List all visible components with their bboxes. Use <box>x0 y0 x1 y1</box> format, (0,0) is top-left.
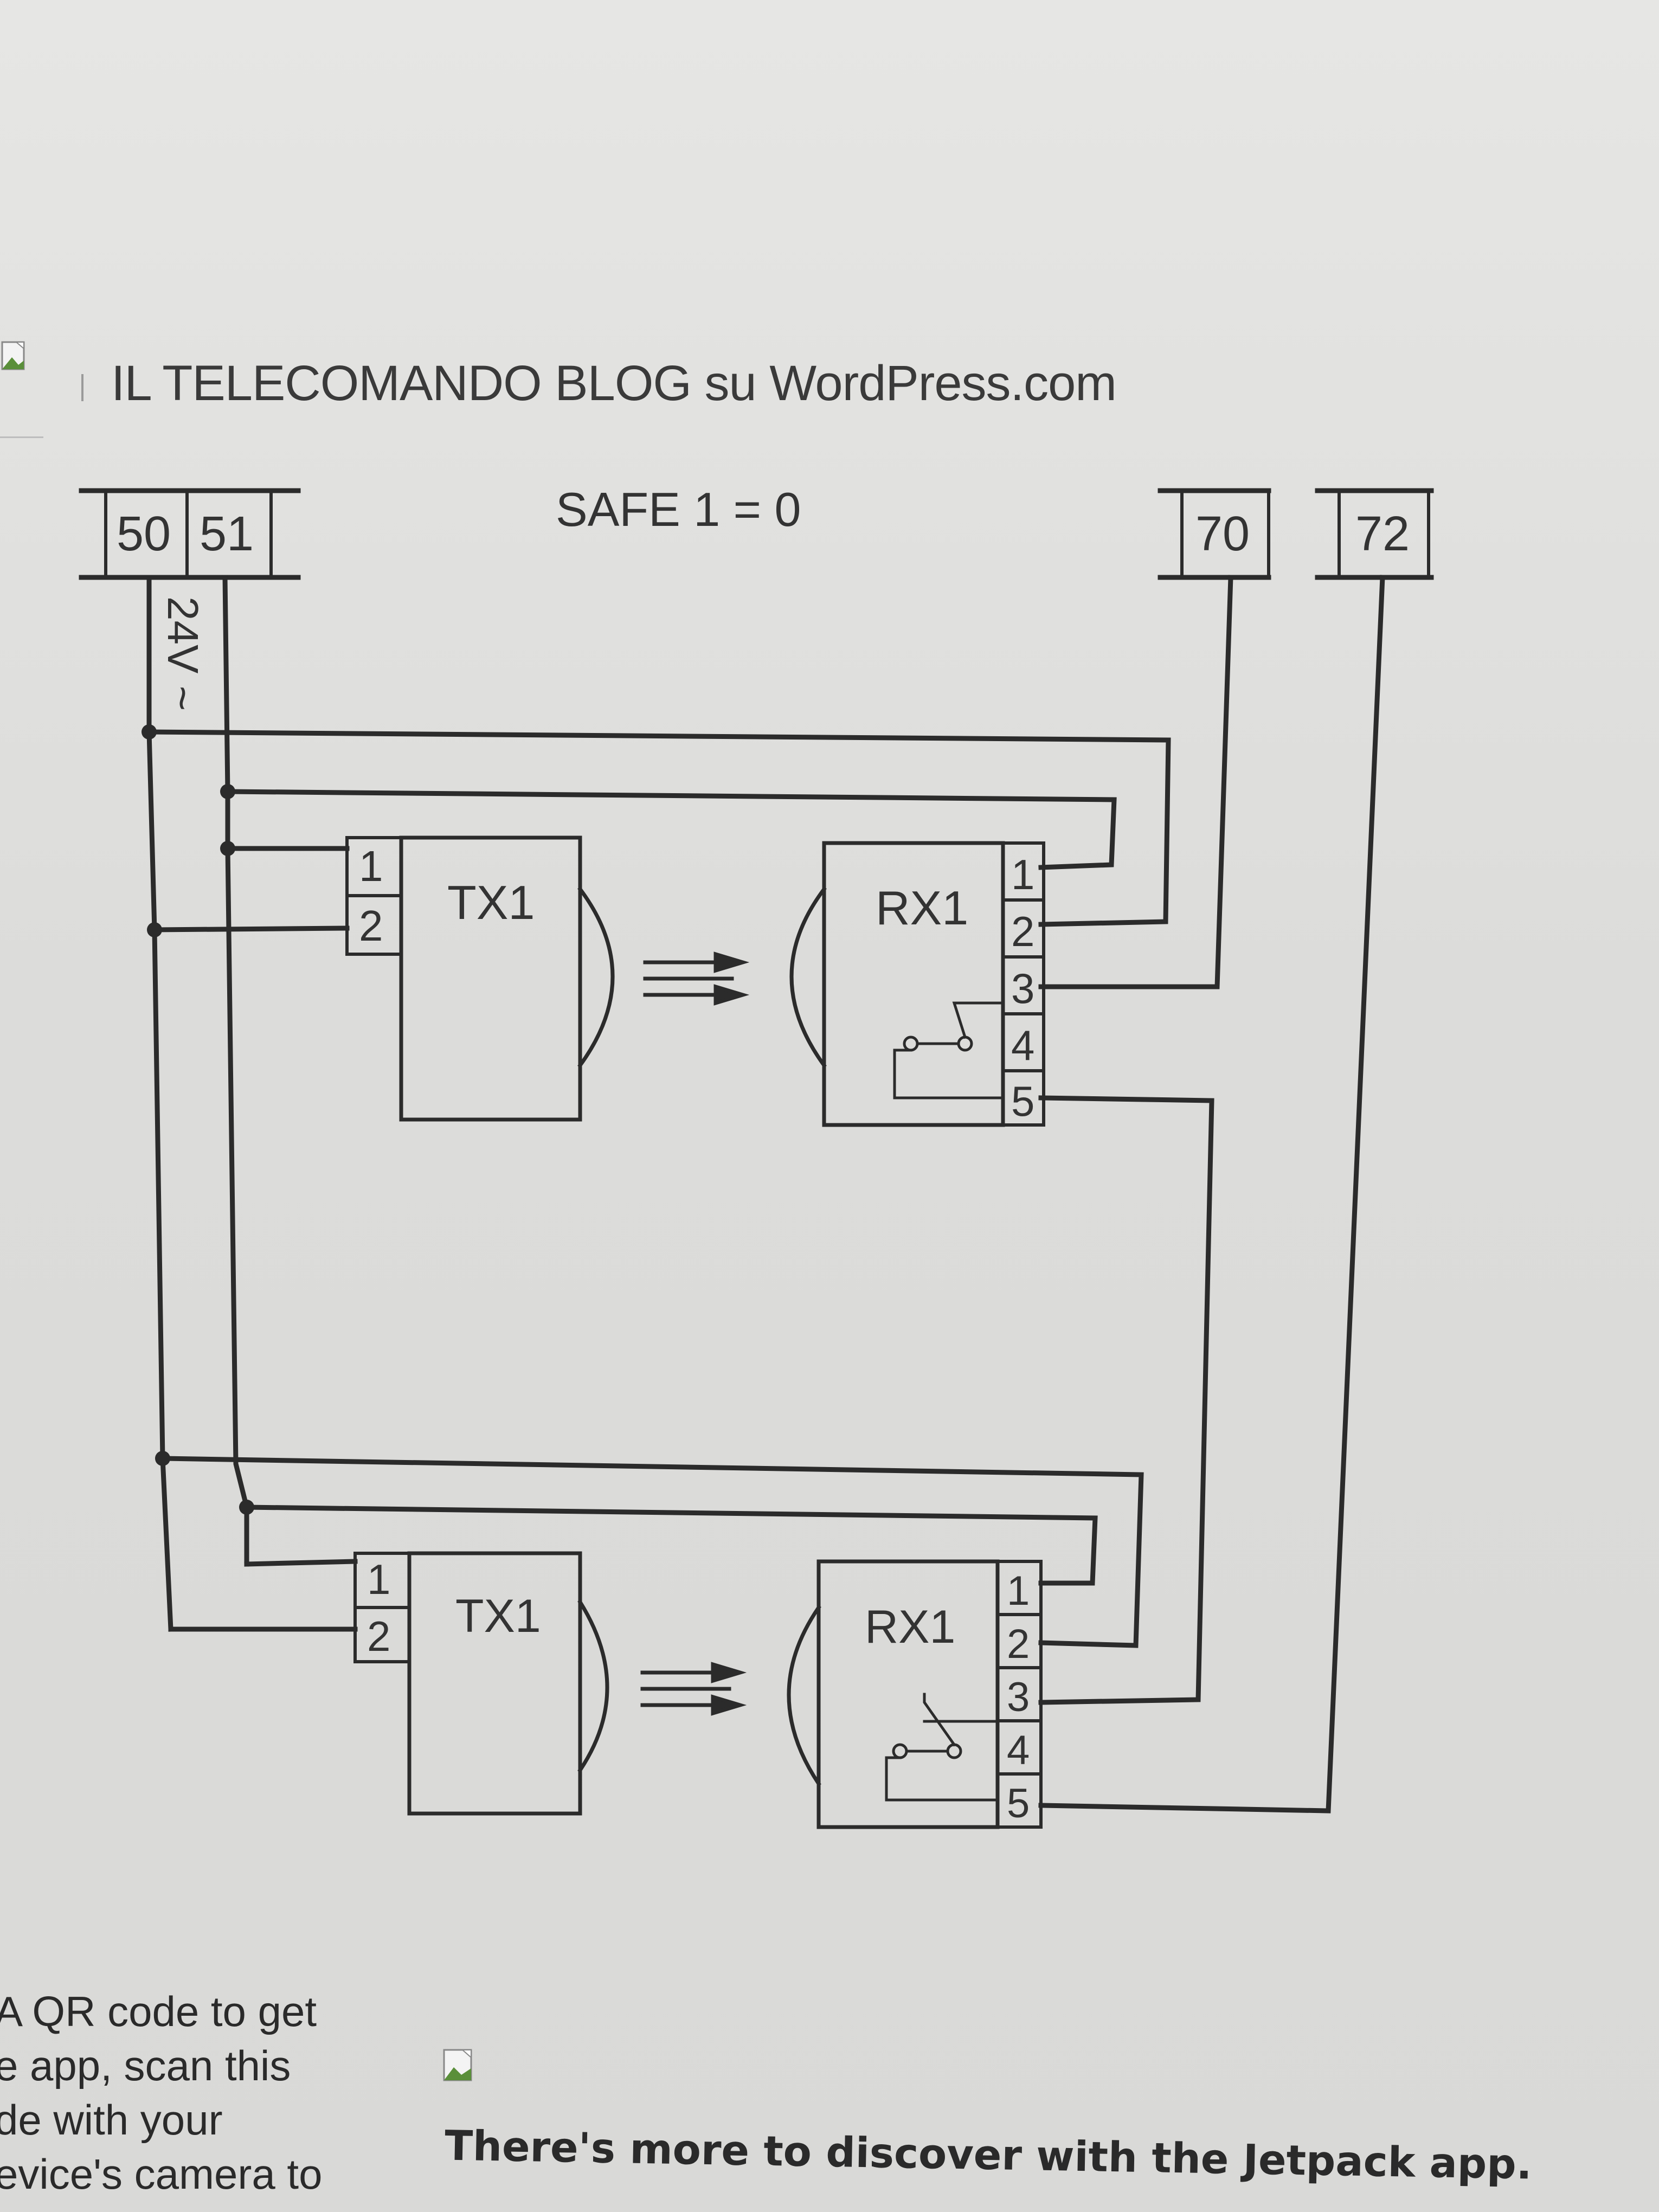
tx1-lower: 1 2 TX1 <box>353 1551 609 1816</box>
terminal-block-70: 70 <box>1158 488 1271 580</box>
beam-arrows-lower <box>640 1662 747 1716</box>
rx1-upper-pin-2: 2 <box>1011 908 1034 955</box>
site-title[interactable]: IL TELECOMANDO BLOG su WordPress.com <box>111 356 1117 411</box>
supply-voltage-label: 24V ~ <box>159 596 207 711</box>
rx1-upper-pin-4: 4 <box>1011 1021 1034 1069</box>
header-divider <box>0 436 43 438</box>
terminal-block-72: 72 <box>1315 488 1434 580</box>
terminal-70-label: 70 <box>1195 507 1250 561</box>
tx1-lower-pin-2: 2 <box>367 1612 390 1660</box>
tx1-lower-lens <box>577 1599 609 1773</box>
beam-arrows-upper <box>643 951 750 1006</box>
rx1-upper-lens <box>789 886 827 1068</box>
qr-text-line: evice's camera to <box>0 2150 323 2198</box>
tx1-lower-pin-1: 1 <box>367 1555 390 1603</box>
wire-70-to-rx1-pin3 <box>1038 575 1233 989</box>
wire-72-to-lower-rx-pin5 <box>1038 575 1385 1814</box>
qr-instructions: A QR code to get e app, scan this de wit… <box>0 1984 385 2201</box>
tx1-upper-pin-1: 1 <box>359 842 383 890</box>
qr-text-line: e app, scan this <box>0 2042 291 2089</box>
header-separator <box>81 374 83 401</box>
wire-51-to-lower-rx-pin1 <box>244 1504 1098 1586</box>
rx1-lower-relay-contact <box>885 1693 999 1802</box>
junction-dots <box>142 724 254 1515</box>
rx1-lower-pin-1: 1 <box>1007 1568 1030 1614</box>
terminal-72-label: 72 <box>1355 507 1410 561</box>
broken-image-icon <box>1 341 25 370</box>
wire-51-to-rx1-pin1 <box>225 789 1117 870</box>
terminal-51-label: 51 <box>200 507 254 561</box>
terminal-block-50-51: 50 51 <box>79 488 301 580</box>
tx1-upper: 1 2 TX1 <box>345 835 615 1122</box>
tx1-upper-pin-2: 2 <box>359 902 383 950</box>
rx1-upper-label: RX1 <box>876 881 968 935</box>
qr-text-line: de with your <box>0 2096 223 2144</box>
qr-text-line: A QR code to get <box>0 1988 317 2035</box>
terminal-50-label: 50 <box>117 507 171 561</box>
rx1-upper-pin-5: 5 <box>1011 1077 1034 1125</box>
tx1-lower-label: TX1 <box>455 1590 541 1642</box>
rx1-lower-pin-2: 2 <box>1007 1621 1030 1667</box>
rx1-upper-pin-3: 3 <box>1011 964 1034 1012</box>
wire-rx1-pin5-to-lower <box>1038 1095 1214 1705</box>
broken-image-icon <box>443 2049 472 2081</box>
rx1-lower-pin-5: 5 <box>1007 1780 1030 1827</box>
rx1-upper-pin-1: 1 <box>1011 851 1034 898</box>
wire-51-rail <box>222 575 249 1567</box>
wire-51-to-lower-tx-pin1 <box>244 1559 358 1567</box>
rx1-lower-pin-4: 4 <box>1007 1727 1030 1773</box>
tx1-upper-lens <box>577 886 615 1068</box>
wire-50-to-lower-rx-pin2 <box>160 1456 1144 1648</box>
wire-50-to-rx1-pin2 <box>146 729 1171 927</box>
rx1-lower-pin-3: 3 <box>1007 1674 1030 1720</box>
rx1-lower-label: RX1 <box>865 1601 955 1653</box>
wire-50-to-tx1-pin2 <box>152 925 350 933</box>
rx1-upper-relay-contact <box>893 982 1005 1099</box>
tx1-upper-label: TX1 <box>447 876 535 929</box>
rx1-lower: RX1 1 2 3 4 5 <box>787 1559 1043 1829</box>
rx1-upper: RX1 1 2 3 4 5 <box>789 841 1045 1127</box>
rx1-lower-lens <box>787 1605 821 1786</box>
diagram-title: SAFE 1 = 0 <box>556 483 801 536</box>
